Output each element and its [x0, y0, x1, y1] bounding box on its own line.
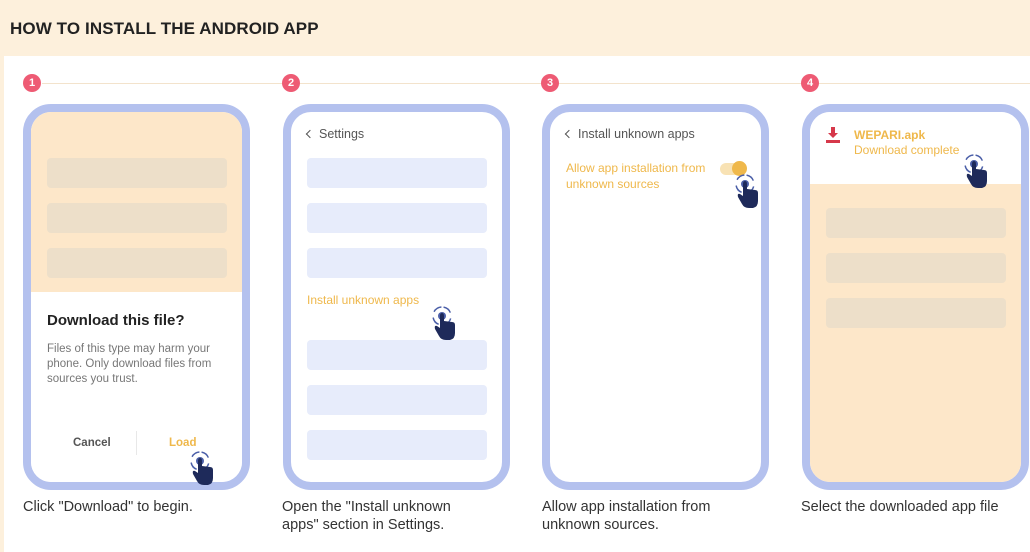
placeholder-bar — [826, 253, 1006, 283]
toggle-knob — [732, 161, 747, 176]
step-1-badge: 1 — [23, 74, 41, 92]
install-unknown-apps-item[interactable]: Install unknown apps — [307, 293, 420, 307]
settings-item[interactable] — [307, 385, 487, 415]
install-unknown-back-label: Install unknown apps — [578, 127, 695, 141]
chevron-left-icon — [564, 129, 574, 139]
settings-item[interactable] — [307, 430, 487, 460]
step-4-caption: Select the downloaded app file — [801, 499, 999, 515]
allow-installation-toggle[interactable] — [720, 161, 747, 176]
download-dialog: Download this file? Files of this type m… — [31, 292, 242, 482]
tap-hand-icon — [964, 154, 987, 188]
step-3-caption: Allow app installation from unknown sour… — [542, 499, 711, 533]
download-notification[interactable]: WEPARI.apk Download complete — [810, 112, 1021, 184]
download-status: Download complete — [854, 143, 960, 157]
placeholder-bar — [826, 208, 1006, 238]
settings-item[interactable] — [307, 248, 487, 278]
page-title: HOW TO INSTALL THE ANDROID APP — [10, 19, 319, 38]
placeholder-bar — [47, 158, 227, 188]
tap-hand-icon — [190, 451, 213, 485]
step-2-phone: Settings Install unknown apps — [283, 104, 510, 490]
tap-hand-icon — [432, 306, 455, 340]
load-button[interactable]: Load — [169, 437, 197, 449]
step-2-badge: 2 — [282, 74, 300, 92]
step-4-badge: 4 — [801, 74, 819, 92]
downloaded-file-name: WEPARI.apk — [854, 128, 926, 142]
placeholder-bar — [47, 203, 227, 233]
placeholder-bar — [47, 248, 227, 278]
steps-divider — [42, 83, 1030, 84]
settings-back-link[interactable]: Settings — [305, 127, 365, 141]
install-unknown-back-link[interactable]: Install unknown apps — [564, 127, 695, 141]
step-3-badge: 3 — [541, 74, 559, 92]
step-1-phone: Download this file? Files of this type m… — [23, 104, 250, 490]
tap-hand-icon — [735, 174, 758, 208]
allow-installation-label: Allow app installation from unknown sour… — [566, 161, 706, 191]
step-4-phone: WEPARI.apk Download complete — [802, 104, 1029, 490]
dialog-divider — [136, 431, 137, 455]
placeholder-bar — [826, 298, 1006, 328]
page-header: HOW TO INSTALL THE ANDROID APP — [0, 0, 1030, 56]
chevron-left-icon — [305, 129, 315, 139]
step-3-phone: Install unknown apps Allow app installat… — [542, 104, 769, 490]
settings-item[interactable] — [307, 340, 487, 370]
cancel-button[interactable]: Cancel — [73, 437, 111, 449]
dialog-body: Files of this type may harm your phone. … — [47, 343, 212, 385]
dialog-title: Download this file? — [47, 312, 185, 329]
settings-back-label: Settings — [319, 127, 365, 141]
settings-item[interactable] — [307, 158, 487, 188]
step-1-caption: Click "Download" to begin. — [23, 499, 193, 515]
settings-item[interactable] — [307, 203, 487, 233]
step-2-caption: Open the "Install unknown apps" section … — [282, 499, 451, 533]
download-icon — [826, 127, 840, 143]
